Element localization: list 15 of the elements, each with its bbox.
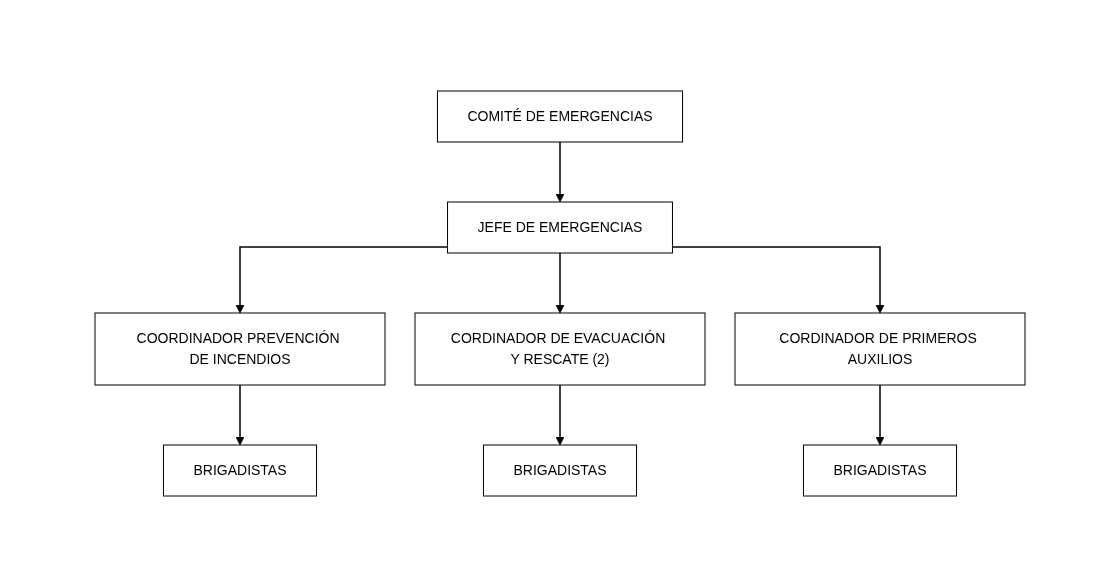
- node-box: COMITÉ DE EMERGENCIAS: [436, 90, 683, 142]
- node-box: CORDINADOR DE EVACUACIÓN Y RESCATE (2): [414, 312, 705, 385]
- node-box: CORDINADOR DE PRIMEROS AUXILIOS: [734, 312, 1025, 385]
- arrow: [555, 383, 564, 445]
- arrow: [671, 245, 884, 313]
- node-box: BRIGADISTAS: [802, 444, 957, 496]
- arrow: [555, 251, 564, 313]
- arrow: [875, 383, 884, 445]
- arrow: [235, 245, 448, 313]
- arrow: [235, 383, 244, 445]
- node-box: COORDINADOR PREVENCIÓN DE INCENDIOS: [94, 312, 385, 385]
- node-box: JEFE DE EMERGENCIAS: [446, 201, 673, 253]
- node-box: BRIGADISTAS: [482, 444, 637, 496]
- node-box: BRIGADISTAS: [162, 444, 317, 496]
- arrow: [555, 140, 564, 202]
